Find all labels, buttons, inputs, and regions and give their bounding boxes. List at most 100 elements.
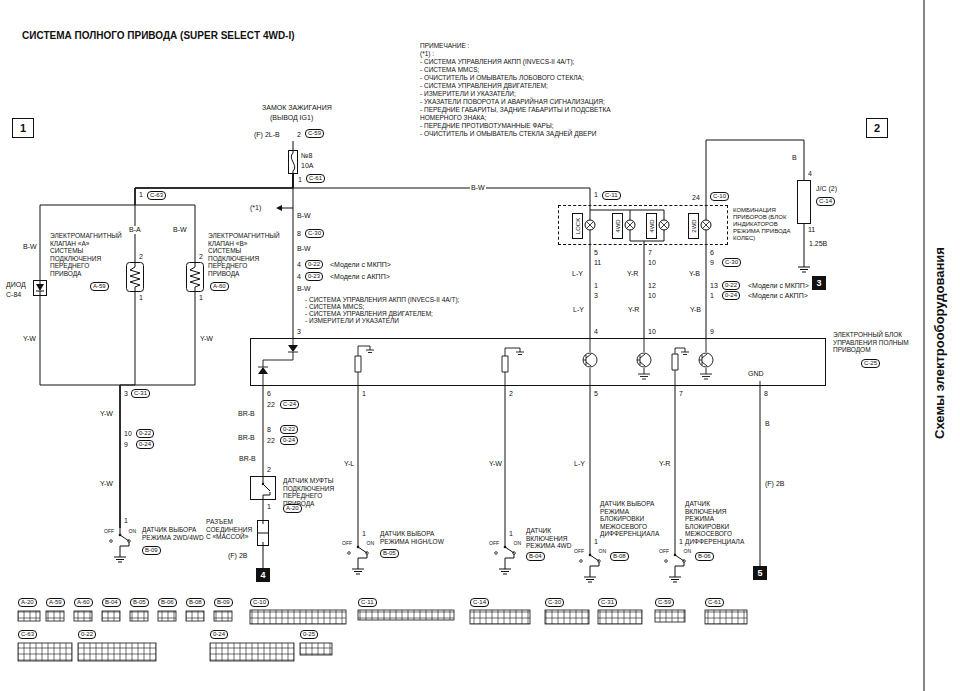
connector-code: A-60	[74, 598, 93, 607]
callout-text: 1	[594, 282, 598, 290]
wire-color-label: Y-W	[488, 460, 503, 468]
notes-block: ПРИМЕЧАНИЕ :(*1) :- СИСТЕМА УПРАВЛЕНИЯ А…	[420, 42, 635, 138]
connector-code: C-61	[306, 174, 325, 183]
wire-color-label: B	[764, 420, 771, 428]
node-text: 10A	[301, 162, 313, 170]
callout-text: GND	[748, 370, 764, 378]
connector-pictogram	[300, 643, 332, 655]
symbol-lines	[130, 262, 140, 292]
wire	[120, 292, 135, 528]
symbol-lines	[36, 280, 44, 296]
symbol-lines	[291, 150, 294, 174]
switch-sensor: ДАТЧИК МУФТЫ ПОДКЛЮЧЕНИЯ ПЕРЕДНЕГО ПРИВО…	[250, 476, 276, 500]
page-ref-box: 5	[753, 566, 767, 580]
component-symbol	[126, 262, 144, 292]
switch-state: ON	[684, 548, 692, 554]
wire-color-label: B-A	[128, 226, 142, 234]
callout-text: 8	[267, 426, 271, 434]
callout-text: 10	[648, 328, 656, 336]
contact-dot	[580, 560, 583, 563]
wire	[760, 386, 761, 566]
valve-outline	[187, 263, 204, 292]
connector-code: A-60	[210, 282, 229, 291]
indicator-lamp: 4WD	[612, 213, 623, 239]
switch-state: ON	[514, 540, 522, 546]
connector-pictograms	[18, 610, 747, 661]
connector-code: 0-24	[280, 436, 298, 445]
callout-text: L-Y	[572, 270, 583, 278]
lamp-label: 2WD	[690, 219, 697, 232]
connector-code: A-59	[90, 282, 109, 291]
connector-code: C-61	[705, 598, 724, 607]
connector-code: B-05	[130, 598, 149, 607]
connector-code: B-08	[186, 598, 205, 607]
callout-text: 2	[139, 253, 143, 261]
component-name: ДАТЧИК ВЫБОРА РЕЖИМА БЛОКИРОВКИ МЕЖОСЕВО…	[600, 500, 668, 538]
component-name: ЭЛЕКТРОМАГНИТНЫЙ КЛАПАН «А» СИСТЕМЫ ПОДК…	[50, 232, 122, 277]
indicator-lamp: LOCK	[572, 213, 583, 239]
wire	[40, 174, 293, 280]
component-name: ДАТЧИК ВЫБОРА РЕЖИМА 2WD/4WD	[142, 526, 212, 541]
symbol-lines	[263, 477, 270, 499]
callout-text: <Модели с МКПП>	[330, 261, 391, 269]
note-line: (*1) :	[420, 50, 635, 58]
callout-text: 1	[139, 191, 143, 199]
connector-pictogram	[545, 610, 589, 624]
callout-text: BR-B	[238, 410, 255, 418]
callout-text: 1	[594, 538, 598, 546]
callout-text: 1	[362, 390, 366, 398]
connector-code: 0-25	[300, 630, 318, 639]
callout-text: 1	[679, 538, 683, 546]
lamp-label: 4WD	[614, 219, 621, 232]
wire-color-label: L-Y	[573, 460, 586, 468]
connector-code: 0-22	[78, 630, 96, 639]
connector-code: B-09	[142, 546, 161, 555]
ref-number: 3	[816, 278, 821, 288]
callout-text: 13	[710, 282, 718, 290]
ref-number: 4	[260, 570, 265, 580]
connector-code: A-59	[46, 598, 65, 607]
callout-text: BR-B	[238, 434, 255, 442]
ecu-internals	[258, 338, 760, 386]
callout-text: Y-W	[100, 410, 113, 418]
component-name: ЭЛЕКТРОННЫЙ БЛОК УПРАВЛЕНИЯ ПОЛНЫМ ПРИВО…	[833, 331, 919, 354]
callout-text: 2	[509, 390, 513, 398]
component-symbol	[33, 280, 47, 296]
connector-pictogram	[46, 611, 64, 621]
connector-pictogram	[705, 610, 747, 624]
connector-code: C-63	[147, 191, 166, 200]
transistor-symbol	[699, 353, 713, 367]
symbol-lines	[190, 262, 200, 292]
ref-number: 2	[874, 122, 880, 134]
connector-pictogram	[358, 610, 454, 620]
component-name: КОМБИНАЦИЯ ПРИБОРОВ (БЛОК ИНДИКАТОРОВ РЕ…	[733, 207, 795, 242]
connector-code: B-05	[380, 549, 399, 558]
connector-code: 0-24	[136, 440, 154, 449]
connector-code: C-63	[18, 630, 37, 639]
connector-code: A-20	[18, 598, 37, 607]
wire-color-label: Y-W	[199, 335, 214, 343]
connector-pictogram	[78, 643, 156, 661]
callout-text: 8	[297, 230, 301, 238]
switch-sensor: ДАТЧИК ВКЛЮЧЕНИЯ РЕЖИМА БЛОКИРОВКИ МЕЖОС…	[658, 548, 692, 572]
note-line: - СИСТЕМА ММСS;	[420, 66, 635, 74]
connector-pictogram	[158, 611, 176, 621]
connector-pictogram	[655, 610, 685, 622]
component-name: ДАТЧИК ВКЛЮЧЕНИЯ РЕЖИМА БЛОКИРОВКИ МЕЖОС…	[685, 500, 751, 545]
callout-text: 1	[199, 294, 203, 302]
note-line: - ОЧИСТИТЕЛЬ И ОМЫВАТЕЛЬ СТЕКЛА ЗАДНЕЙ Д…	[420, 130, 635, 138]
callout-text: 12	[648, 282, 656, 290]
connector-code: C-59	[655, 598, 674, 607]
callout-text: 2	[297, 131, 301, 139]
switch-sensor: ДАТЧИК ВКЛЮЧЕНИЯ РЕЖИМА 4WDB-04OFFON	[488, 540, 522, 564]
wire	[120, 292, 195, 528]
switch-sensor: ДАТЧИК ВЫБОРА РЕЖИМА 2WD/4WDB-09OFFON	[103, 528, 137, 552]
wire	[40, 296, 120, 528]
note-line: - ПЕРЕДНИЕ ПРОТИВОТУМАННЫЕ ФАРЫ;	[420, 122, 635, 130]
node-text: J/C (2)	[816, 185, 837, 193]
callout-text: 6	[710, 249, 714, 257]
connector-code: B-04	[102, 598, 121, 607]
callout-text: 7	[648, 249, 652, 257]
callout-text: Y-B	[689, 270, 700, 278]
switch-sensor: ДАТЧИК ВЫБОРА РЕЖИМА БЛОКИРОВКИ МЕЖОСЕВО…	[573, 548, 607, 572]
